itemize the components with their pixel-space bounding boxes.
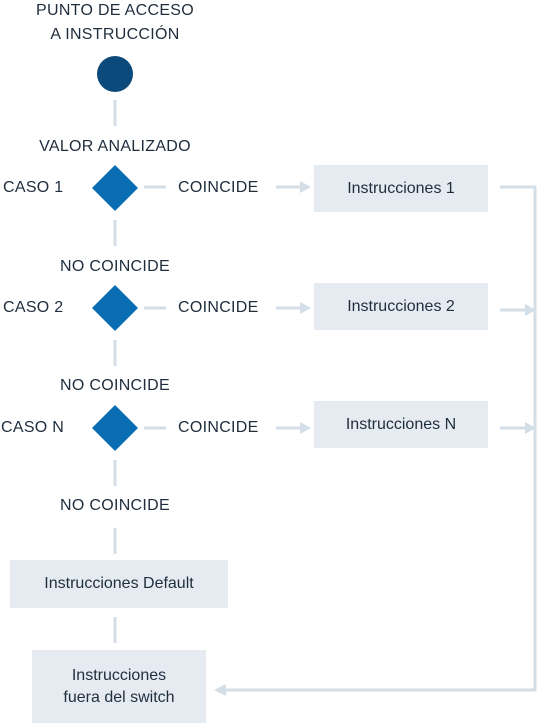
case-2-no-match-label: NO COINCIDE (60, 377, 170, 394)
title-line-1: PUNTO DE ACCESO (35, 2, 195, 19)
arrow-head-case2 (300, 302, 311, 314)
outside-switch-line-1: Instrucciones (71, 666, 167, 684)
case-1-diamond (92, 165, 138, 211)
arrow-head-casen (300, 422, 311, 434)
case-2-instructions-box: Instrucciones 2 (314, 283, 488, 330)
case-n-no-match-label: NO COINCIDE (60, 497, 170, 514)
start-node (97, 56, 133, 92)
case-n-diamond (92, 405, 138, 451)
case-1-no-match-label: NO COINCIDE (60, 258, 170, 275)
case-n-label: CASO N (1, 419, 65, 436)
title-line-2: A INSTRUCCIÓN (50, 26, 180, 43)
case-1-match-label: COINCIDE (178, 179, 259, 196)
case-1-instructions-box: Instrucciones 1 (314, 165, 488, 212)
arrow-head-outside (214, 684, 226, 696)
case-1-instructions-text: Instrucciones 1 (347, 179, 455, 197)
case-n-instructions-box: Instrucciones N (314, 401, 488, 448)
arrow-head-case1 (300, 181, 311, 193)
outside-switch-box: Instrucciones fuera del switch (32, 650, 206, 723)
case-n-instructions-text: Instrucciones N (345, 415, 457, 433)
case-2-label: CASO 2 (3, 299, 64, 316)
analyzed-value-label: VALOR ANALIZADO (39, 138, 191, 155)
arrow-head-rail-n (525, 422, 536, 434)
default-instructions-box: Instrucciones Default (10, 560, 228, 608)
default-instructions-text: Instrucciones Default (44, 575, 194, 592)
case-2-match-label: COINCIDE (178, 299, 259, 316)
outside-switch-line-2: fuera del switch (63, 688, 175, 706)
case-2-diamond (92, 285, 138, 331)
case-n-match-label: COINCIDE (178, 419, 259, 436)
case-1-label: CASO 1 (3, 179, 64, 196)
arrow-head-rail-2 (525, 304, 536, 316)
case-2-instructions-text: Instrucciones 2 (347, 297, 455, 315)
